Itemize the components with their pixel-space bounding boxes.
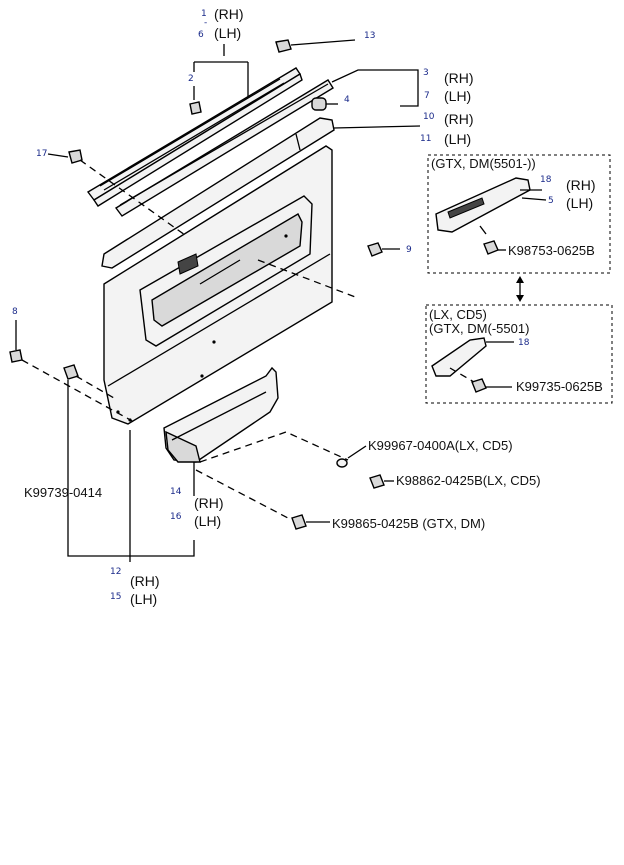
weatherstrip-10-11 bbox=[101, 117, 335, 269]
handle-line bbox=[199, 259, 241, 285]
lower-caption-2: (GTX, DM(-5501) bbox=[429, 321, 529, 336]
callout-dash-1: - bbox=[204, 18, 207, 28]
side-lh-12: (LH) bbox=[130, 591, 157, 607]
callout-18-upper: 18 bbox=[540, 175, 552, 185]
upper-caption: (GTX, DM(5501-)) bbox=[431, 156, 536, 171]
screw-axis-upper bbox=[479, 225, 487, 235]
callout-16: 16 bbox=[170, 512, 182, 522]
panel-hole-3 bbox=[200, 374, 204, 378]
callout-2: 2 bbox=[188, 74, 194, 84]
outer-belt-strip-lower bbox=[93, 72, 303, 207]
callout-7: 7 bbox=[424, 91, 430, 101]
callout-15: 15 bbox=[110, 592, 121, 602]
double-arrow-heads bbox=[516, 276, 524, 302]
leader-5 bbox=[521, 197, 547, 201]
pn-99967: K99967-0400A(LX, CD5) bbox=[368, 438, 513, 453]
clip-13 bbox=[275, 39, 292, 53]
callout-12: 12 bbox=[110, 567, 121, 577]
inner-strip-line bbox=[119, 83, 329, 206]
side-rh-10: (RH) bbox=[444, 111, 474, 127]
callout-18-lower: 18 bbox=[518, 338, 530, 348]
grommet-4 bbox=[311, 97, 327, 111]
screw-99739 bbox=[63, 364, 79, 380]
leader-3-7 bbox=[331, 69, 419, 107]
callout-8: 8 bbox=[12, 307, 18, 317]
screw-98865 bbox=[291, 514, 307, 530]
leader-99739 bbox=[67, 380, 195, 557]
side-lh-5: (LH) bbox=[566, 195, 593, 211]
panel-crease bbox=[107, 253, 331, 387]
switch-opening bbox=[447, 197, 485, 219]
side-rh-1: (RH) bbox=[214, 6, 244, 22]
map-pocket-lip bbox=[171, 391, 267, 441]
callout-17: 17 bbox=[36, 149, 47, 159]
callout-5: 5 bbox=[548, 196, 554, 206]
pn-98753: K98753-0625B bbox=[508, 243, 595, 258]
callout-14: 14 bbox=[170, 487, 182, 497]
dash-17 bbox=[79, 159, 193, 241]
switch-bezel-5 bbox=[435, 177, 531, 233]
callout-10: 10 bbox=[423, 112, 435, 122]
pn-98865: K99865-0425B (GTX, DM) bbox=[332, 516, 485, 531]
side-rh-3: (RH) bbox=[444, 70, 474, 86]
callout-11: 11 bbox=[420, 134, 431, 144]
dash-99735 bbox=[449, 367, 475, 383]
inner-belt-strip bbox=[114, 79, 334, 217]
pull-handle-18 bbox=[431, 337, 487, 377]
callout-9: 9 bbox=[406, 245, 412, 255]
side-lh-3: (LH) bbox=[444, 88, 471, 104]
side-rh-14: (RH) bbox=[194, 495, 224, 511]
callout-4: 4 bbox=[344, 95, 350, 105]
leader-10-11 bbox=[333, 125, 421, 129]
screw-99735 bbox=[471, 378, 487, 393]
armrest-recess-inner bbox=[151, 213, 303, 327]
clip-17 bbox=[68, 149, 83, 164]
variant-box-upper bbox=[427, 154, 611, 274]
panel-hole-1 bbox=[284, 234, 288, 238]
screw-9 bbox=[367, 242, 383, 257]
callout-13: 13 bbox=[364, 31, 375, 41]
pn-98862: K98862-0425B(LX, CD5) bbox=[396, 473, 541, 488]
leader-1-6 bbox=[193, 44, 249, 98]
clip-8 bbox=[9, 349, 23, 363]
side-rh-12: (RH) bbox=[130, 573, 160, 589]
side-lh-14: (LH) bbox=[194, 513, 221, 529]
leader-13 bbox=[290, 39, 356, 46]
variant-box-lower bbox=[425, 304, 613, 404]
pn-99735: K99735-0625B bbox=[516, 379, 603, 394]
washer-99967 bbox=[336, 458, 348, 468]
dash-99739 bbox=[75, 375, 115, 399]
callout-6: 6 bbox=[198, 30, 204, 40]
dash-pocket-2 bbox=[195, 469, 289, 519]
leader-99967 bbox=[347, 445, 367, 459]
pn-99739: K99739-0414 bbox=[24, 485, 102, 500]
map-pocket-end bbox=[165, 430, 201, 463]
side-lh-1: (LH) bbox=[214, 25, 241, 41]
callout-1: 1 bbox=[201, 9, 207, 19]
panel-hole-2 bbox=[212, 340, 216, 344]
screw-98753 bbox=[483, 240, 499, 255]
leader-17 bbox=[47, 153, 69, 158]
side-rh-5: (RH) bbox=[566, 177, 596, 193]
dash-pocket bbox=[199, 431, 349, 463]
dash-8 bbox=[21, 359, 135, 423]
door-handle-bezel bbox=[177, 253, 199, 275]
lower-caption-1: (LX, CD5) bbox=[429, 307, 487, 322]
strip-hatch bbox=[99, 78, 285, 191]
dash-handle bbox=[257, 259, 359, 299]
clip-2 bbox=[189, 101, 202, 115]
callout-3: 3 bbox=[423, 68, 429, 78]
side-lh-10: (LH) bbox=[444, 131, 471, 147]
screw-98862 bbox=[369, 474, 385, 489]
weatherstrip-clip bbox=[295, 133, 301, 151]
